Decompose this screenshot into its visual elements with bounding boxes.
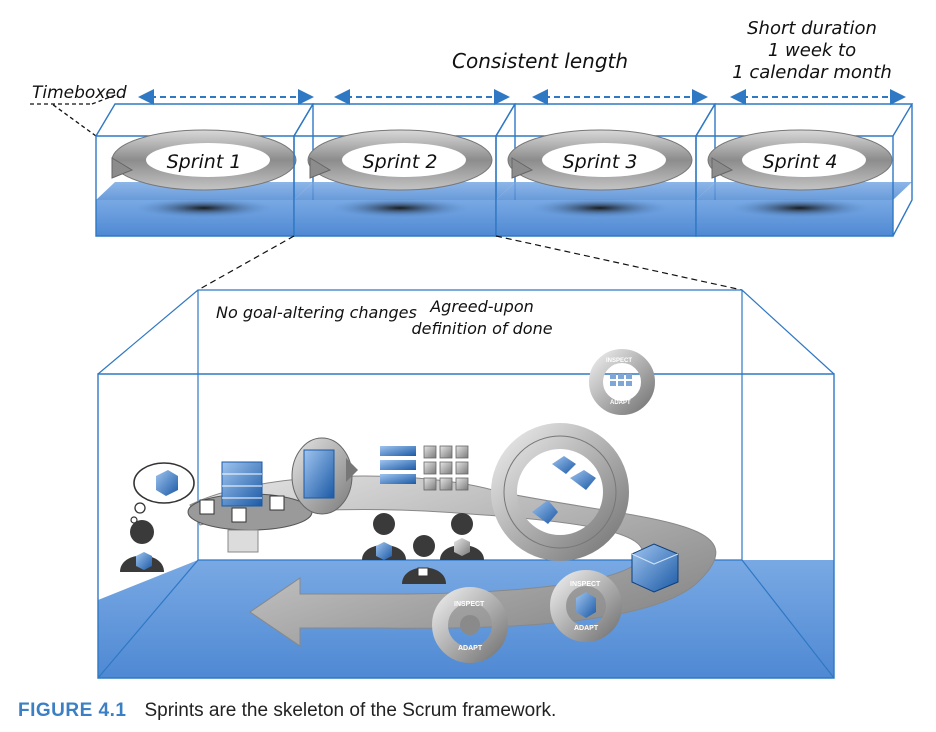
inspect-adapt-retrospective-icon: INSPECT ADAPT [550,570,622,642]
timeboxed-leader [30,93,119,137]
short-duration-line3: 1 calendar month [732,62,892,83]
task-board-icon [380,445,469,491]
adapt-label-review: ADAPT [458,645,483,652]
product-owner-figure-icon [120,462,195,572]
sprint-planning-table-icon [187,461,313,553]
daily-cycle-icon [491,423,629,561]
no-goal-altering-label: No goal-altering changes [216,303,417,322]
inspect-label-daily: INSPECT [606,358,632,364]
sprint-label-3: Sprint 3 [563,151,638,173]
inspect-adapt-review-icon: INSPECT ADAPT [432,587,508,663]
sprint-box-4: Sprint 4 [695,103,914,237]
adapt-label-daily: ADAPT [610,400,631,406]
sprint-box-2: Sprint 2 [293,103,517,237]
figure-caption: FIGURE 4.1 Sprints are the skeleton of th… [18,700,556,722]
sprint-label-1: Sprint 1 [167,151,242,173]
sprint-box-1: Sprint 1 [95,103,315,237]
sprint-label-2: Sprint 2 [363,151,438,173]
sprint-box-3: Sprint 3 [495,103,717,237]
timeboxed-label: Timeboxed [32,83,127,103]
inspect-label-review: INSPECT [454,601,485,608]
adapt-label-retro: ADAPT [574,625,599,632]
sprint-backlog-icon [291,437,358,515]
short-duration-line1: Short duration [747,18,877,39]
figure-caption-text: Sprints are the skeleton of the Scrum fr… [144,700,557,721]
consistent-length-label: Consistent length [452,49,628,73]
agreed-upon-line1: Agreed-upon [429,297,534,316]
inspect-label-retro: INSPECT [570,581,601,588]
short-duration-line2: 1 week to [768,40,856,61]
zoom-line-left [197,235,295,291]
agreed-upon-line2: definition of done [411,319,552,338]
inspect-adapt-daily-icon: INSPECT ADAPT [589,349,655,415]
figure-number: FIGURE 4.1 [18,700,127,721]
increment-cube-icon [631,543,679,593]
sprint-label-4: Sprint 4 [763,151,838,173]
zoom-line-right [495,235,743,291]
development-team-icon [362,513,484,584]
